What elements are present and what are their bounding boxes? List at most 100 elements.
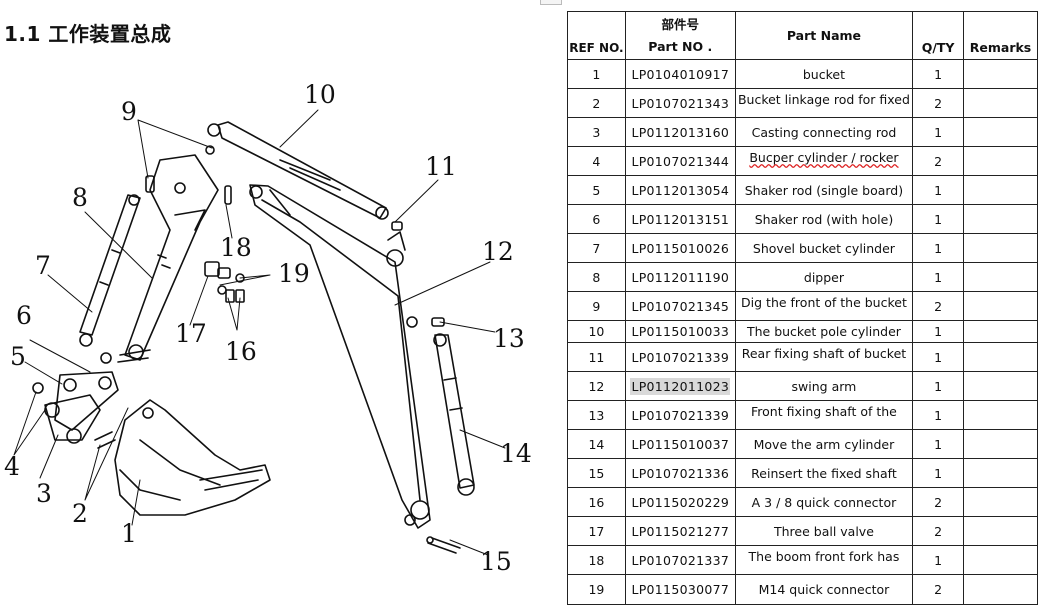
callout-18: 18: [220, 233, 252, 262]
header-remarks: Remarks: [963, 11, 1038, 60]
ref-cell-text: 9: [592, 298, 601, 314]
ref-cell: 8: [567, 262, 626, 292]
part-no-cell: LP0112013151: [624, 204, 736, 234]
header-part-no-en: Part NO .: [648, 38, 713, 54]
table-row: 1 LP0104010917 bucket 1: [567, 59, 1038, 89]
part-no-cell-text: LP0107021339: [631, 349, 730, 365]
header-part-name: Part Name: [734, 11, 914, 60]
remarks-cell: [963, 487, 1038, 517]
qty-cell-text: 1: [934, 182, 943, 198]
ref-cell: 3: [567, 117, 626, 147]
ref-cell-text: 10: [588, 324, 605, 339]
part-name-cell: Move the arm cylinder: [734, 429, 914, 459]
remarks-cell: [963, 204, 1038, 234]
part-name-cell-text: swing arm: [791, 378, 857, 394]
part-name-cell-text: Casting connecting rod: [751, 124, 897, 140]
valves-connectors: [204, 261, 245, 303]
part-name-cell-text: Bucper cylinder / rocker: [749, 150, 899, 165]
part-name-cell: The boom front fork has: [734, 545, 914, 575]
page-title: 1.1 工作装置总成: [4, 22, 172, 46]
qty-cell-text: 1: [934, 407, 943, 423]
part-no-cell: LP0107021345: [624, 291, 736, 321]
bucket: [94, 399, 271, 516]
ref-cell-text: 2: [592, 95, 601, 111]
ref-cell-text: 17: [588, 523, 605, 539]
part-name-cell-text: The boom front fork has: [748, 549, 900, 564]
part-no-cell-text: LP0107021337: [631, 552, 730, 568]
part-name-cell: Bucper cylinder / rocker: [734, 146, 914, 176]
part-name-cell-text: Reinsert the fixed shaft: [751, 465, 897, 481]
qty-cell: 1: [912, 59, 965, 89]
dipper-cylinder: [207, 121, 389, 220]
ref-cell-text: 4: [592, 153, 601, 169]
part-name-cell: Three ball valve: [734, 516, 914, 546]
ref-cell-text: 6: [592, 211, 601, 227]
remarks-cell: [963, 574, 1038, 605]
part-no-cell: LP0107021337: [624, 545, 736, 575]
part-no-cell-text: LP0107021343: [631, 95, 730, 111]
callout-3: 3: [36, 479, 52, 508]
part-no-cell: LP0112013054: [624, 175, 736, 205]
part-no-cell-text: LP0115021277: [631, 523, 730, 539]
qty-cell: 2: [912, 291, 965, 321]
exploded-diagram: 1 2 3 4 5 6 7 8 9 10 11 12 13 14 15 16 1…: [0, 60, 560, 607]
part-name-cell-text: dipper: [803, 269, 844, 285]
part-no-cell: LP0115010033: [624, 320, 736, 343]
part-name-cell-text: Rear fixing shaft of bucket: [741, 346, 907, 361]
part-no-cell-text: LP0112011023: [630, 377, 731, 395]
part-no-cell: LP0107021343: [624, 88, 736, 118]
ref-cell-text: 1: [592, 66, 601, 82]
part-no-cell: LP0115010037: [624, 429, 736, 459]
remarks-cell: [963, 371, 1038, 401]
ref-cell-text: 15: [588, 465, 605, 481]
part-name-cell: Bucket linkage rod for fixed: [734, 88, 914, 118]
part-no-cell: LP0115010026: [624, 233, 736, 263]
part-name-cell-text: bucket: [802, 66, 845, 82]
qty-cell: 2: [912, 516, 965, 546]
qty-cell: 1: [912, 320, 965, 343]
part-name-cell-text: Move the arm cylinder: [753, 436, 895, 452]
ref-cell: 16: [567, 487, 626, 517]
ref-cell: 4: [567, 146, 626, 176]
header-qty: Q/TY: [912, 11, 965, 60]
qty-cell: 2: [912, 88, 965, 118]
remarks-cell: [963, 175, 1038, 205]
remarks-cell: [963, 342, 1038, 372]
part-no-cell: LP0112011190: [624, 262, 736, 292]
part-name-cell: Front fixing shaft of the: [734, 400, 914, 430]
ref-cell: 1: [567, 59, 626, 89]
part-no-cell-text: LP0115020229: [631, 494, 730, 510]
qty-cell-text: 2: [934, 494, 943, 510]
part-no-cell: LP0104010917: [624, 59, 736, 89]
qty-cell: 1: [912, 262, 965, 292]
part-name-cell: swing arm: [734, 371, 914, 401]
part-no-cell-text: LP0112013160: [631, 124, 730, 140]
callout-6: 6: [16, 301, 32, 330]
remarks-cell: [963, 146, 1038, 176]
callout-2: 2: [72, 499, 88, 528]
callout-4: 4: [4, 452, 20, 481]
ref-cell: 7: [567, 233, 626, 263]
part-name-cell: A 3 / 8 quick connector: [734, 487, 914, 517]
ref-cell-text: 5: [592, 182, 601, 198]
remarks-cell: [963, 117, 1038, 147]
ref-cell: 13: [567, 400, 626, 430]
part-no-cell-text: LP0104010917: [631, 66, 730, 82]
scroll-edge-marker: [540, 0, 562, 5]
qty-cell-text: 2: [934, 153, 943, 169]
qty-cell-text: 2: [934, 582, 943, 597]
ref-cell-text: 3: [592, 124, 601, 140]
remarks-cell: [963, 59, 1038, 89]
part-name-cell: Reinsert the fixed shaft: [734, 458, 914, 488]
part-name-cell: dipper: [734, 262, 914, 292]
ref-cell-text: 19: [588, 582, 605, 597]
part-no-cell-text: LP0115010026: [631, 240, 730, 256]
part-name-cell: Dig the front of the bucket: [734, 291, 914, 321]
qty-cell: 1: [912, 371, 965, 401]
